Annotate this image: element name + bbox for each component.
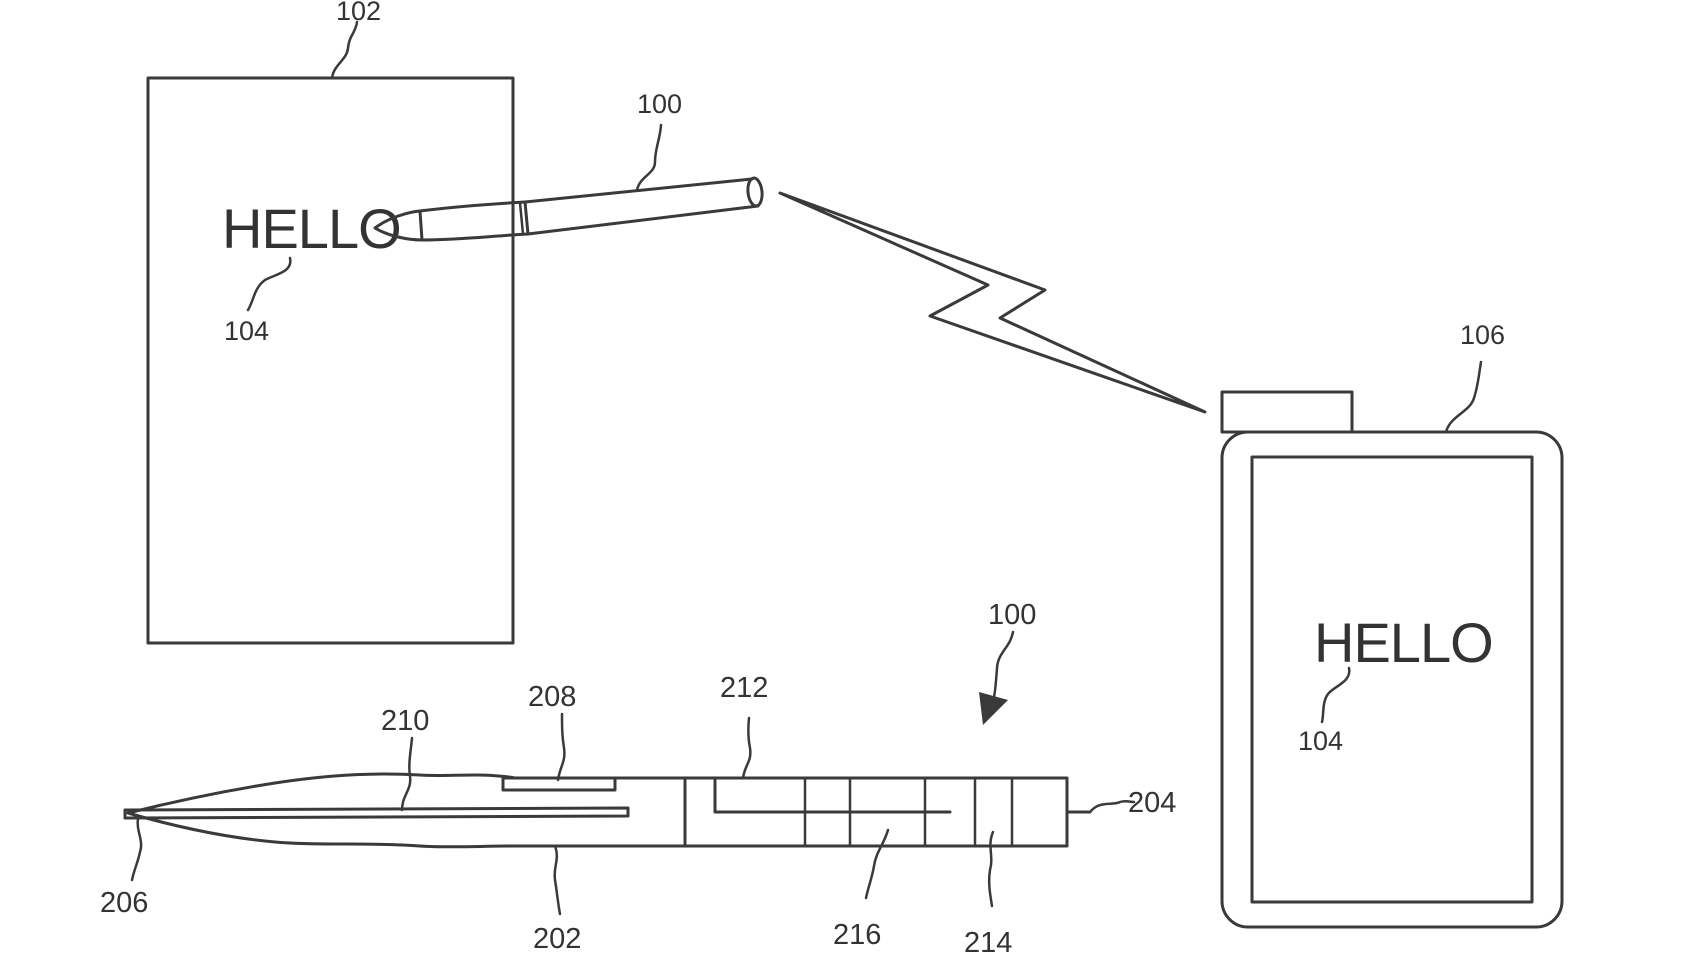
stylus-cross-section [123,772,1092,849]
leader-102 [330,20,359,80]
label-210: 210 [381,705,429,737]
leader-100-bottom [990,630,1015,708]
leader-214 [987,830,995,908]
leader-210 [400,736,414,812]
label-104-right: 104 [1298,726,1343,756]
label-100-bottom: 100 [988,599,1036,631]
label-208: 208 [528,681,576,713]
leader-106 [1444,360,1483,434]
label-100-top: 100 [637,89,682,119]
leader-100-top [635,123,663,192]
leader-202 [553,844,562,916]
arrow-100-head-icon [979,692,1008,725]
leader-216 [864,828,890,900]
label-102: 102 [336,0,381,26]
leader-212 [741,716,752,780]
leader-206 [130,816,143,882]
label-204: 204 [1128,787,1176,819]
written-text-left: HELLO [222,197,401,260]
leader-104-left [246,256,292,312]
label-206: 206 [100,887,148,919]
label-212: 212 [720,672,768,704]
leader-208 [556,712,566,782]
wireless-signal-icon [778,191,1207,414]
label-214: 214 [964,927,1012,953]
stylus-perspective [373,176,764,242]
label-202: 202 [533,923,581,953]
display-text: HELLO [1314,611,1493,674]
leader-104-right [1320,666,1351,724]
label-106: 106 [1460,320,1505,350]
paper-sheet [146,76,515,645]
label-216: 216 [833,919,881,951]
label-104-left: 104 [224,316,269,346]
leader-204 [1088,799,1136,814]
electronic-device [1220,390,1564,929]
